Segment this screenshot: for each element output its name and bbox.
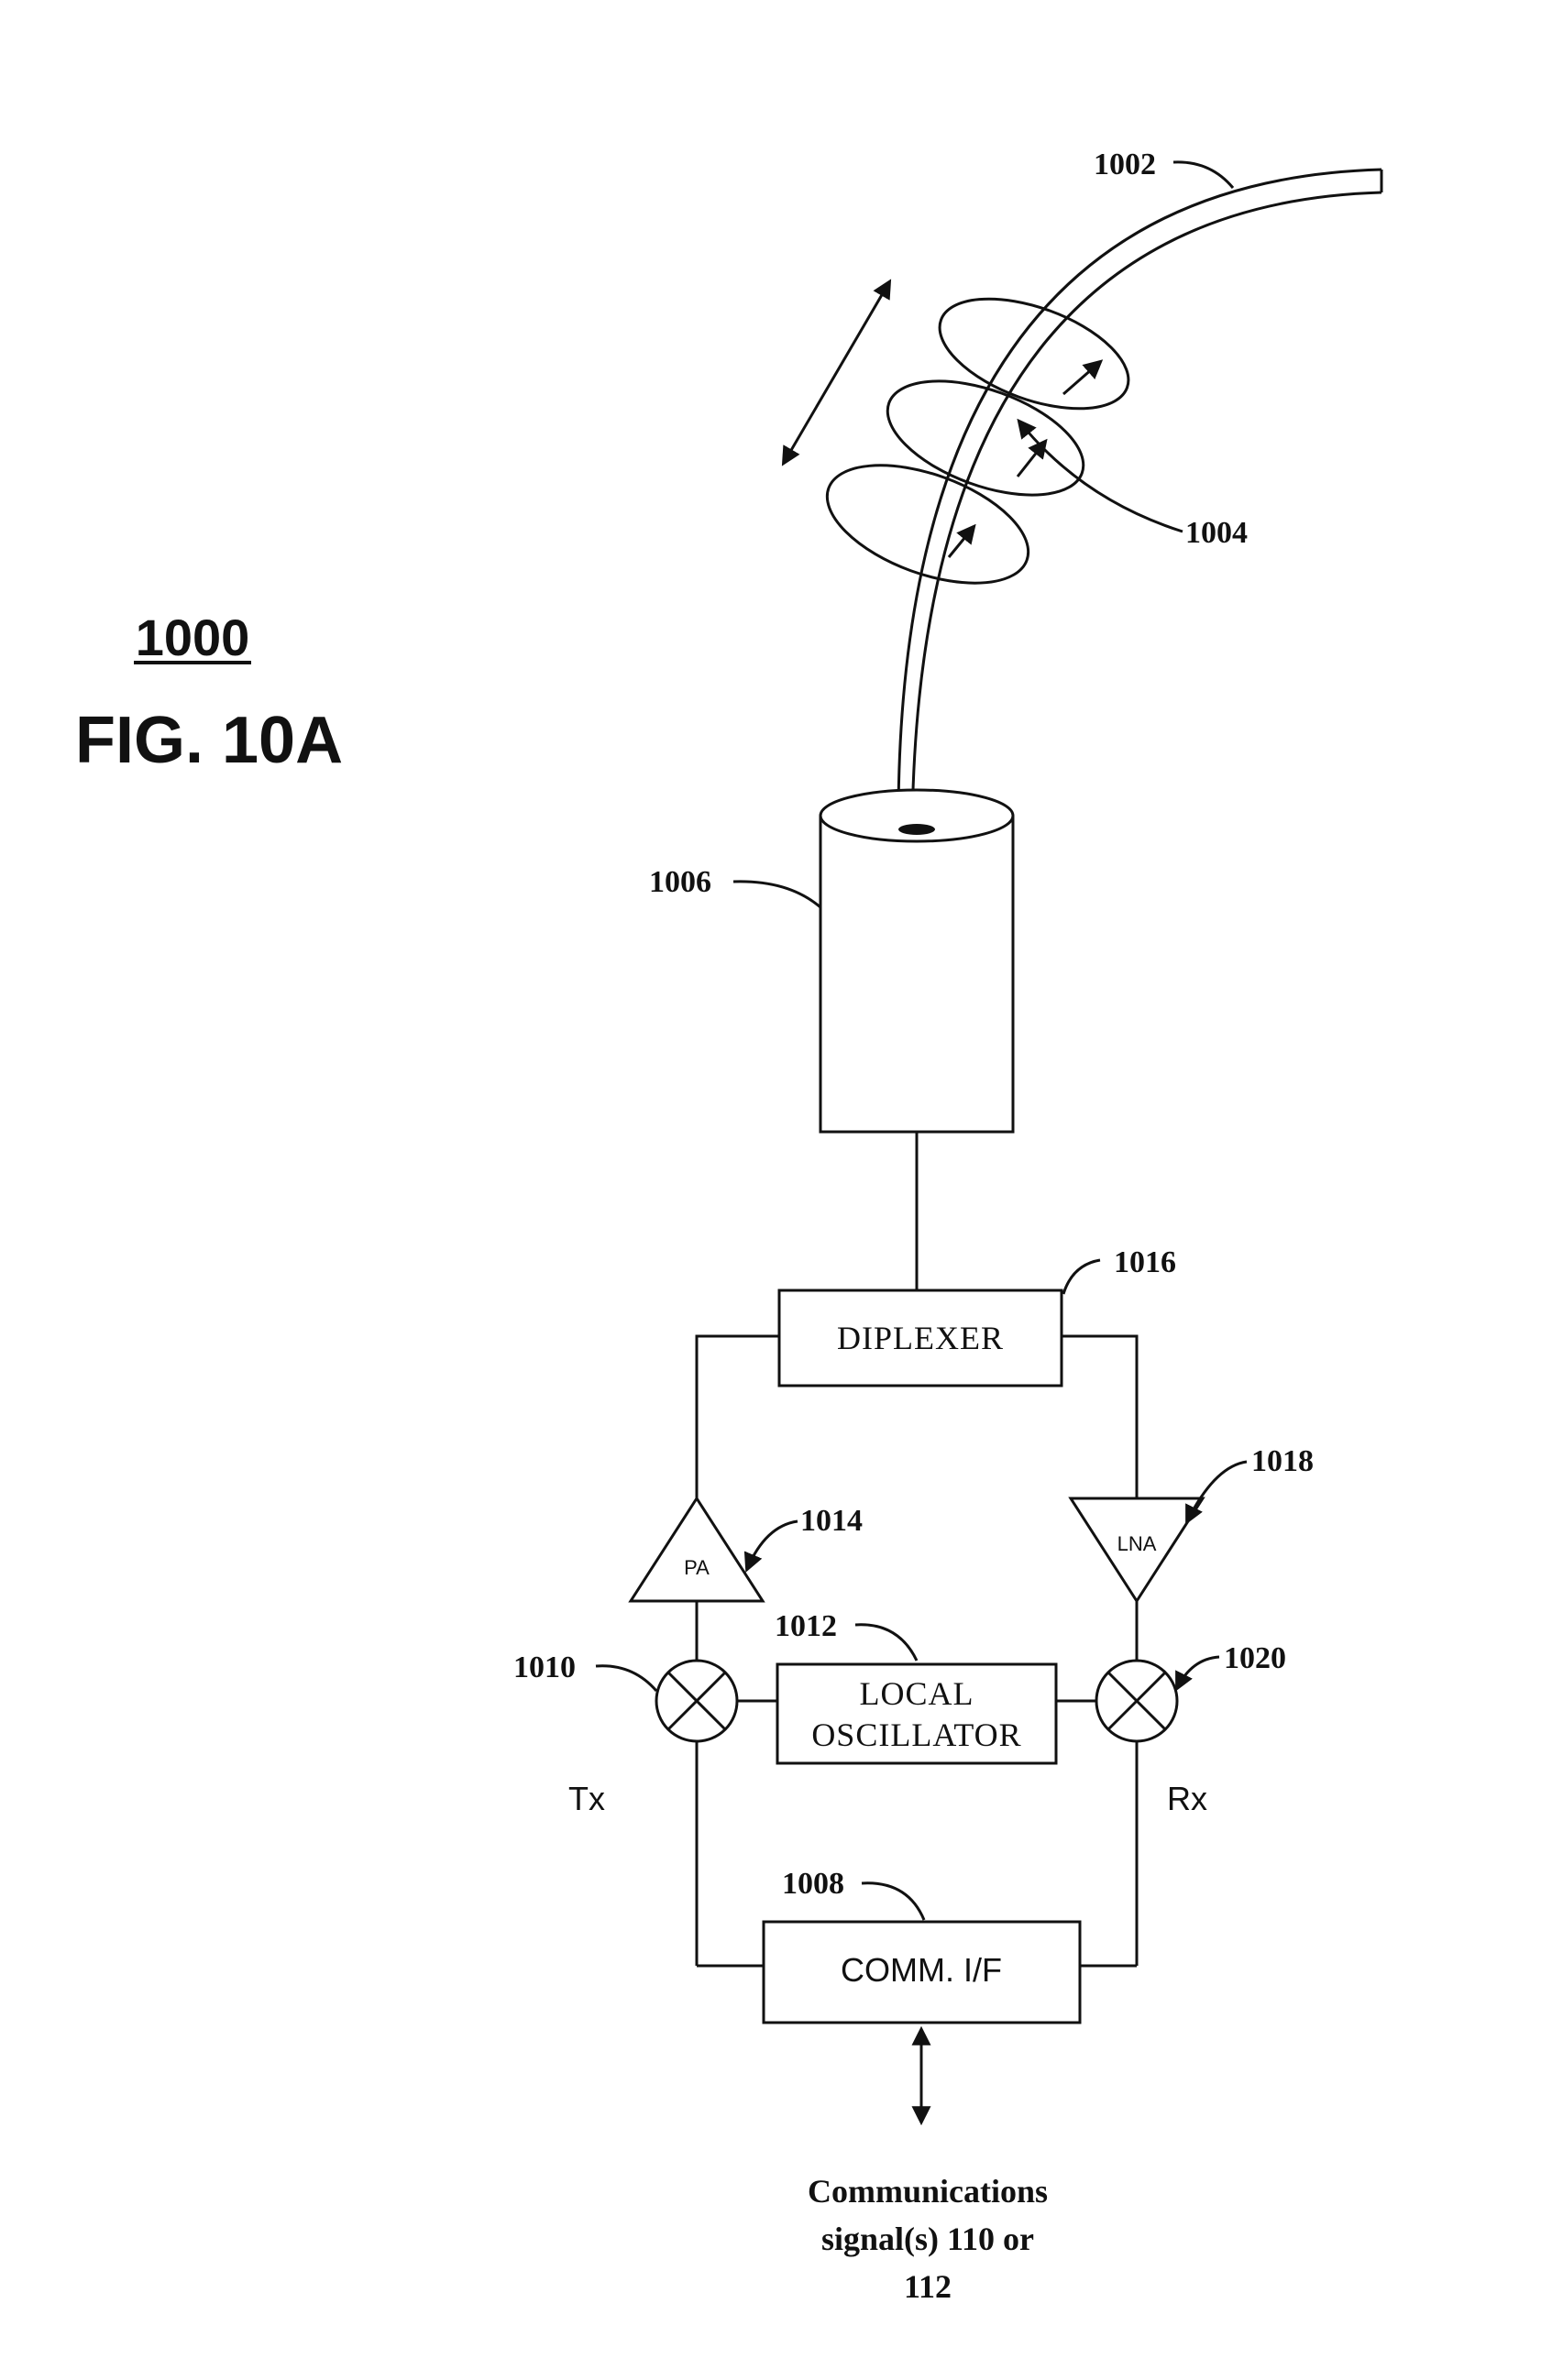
propagation-arrow [784, 282, 889, 463]
antenna-ref-label: 1002 [1094, 148, 1156, 181]
signal-caption-line3: 112 [904, 2268, 952, 2305]
signal-caption-line2: signal(s) 110 or [821, 2221, 1034, 2257]
pa-label: PA [684, 1556, 710, 1579]
feed-ref-label: 1006 [649, 865, 711, 899]
figure-number: 1000 [136, 609, 250, 666]
local-oscillator-label-line1: LOCAL [860, 1675, 974, 1712]
tx-mixer [656, 1661, 737, 1741]
low-noise-amplifier: LNA [1071, 1498, 1203, 1601]
figure-title: FIG. 10A [75, 704, 343, 777]
comm-interface-block: COMM. I/F [764, 1922, 1080, 2023]
dielectric-waveguide [898, 170, 1381, 834]
pa-ref-label: 1014 [800, 1504, 863, 1538]
local-oscillator-ref-label: 1012 [775, 1609, 837, 1643]
tx-path-label: Tx [568, 1780, 605, 1817]
local-oscillator-block: LOCAL OSCILLATOR [777, 1664, 1056, 1763]
power-amplifier: PA [631, 1498, 763, 1601]
rx-mixer-ref-label: 1020 [1224, 1641, 1286, 1675]
tx-mixer-ref-label: 1010 [513, 1651, 576, 1684]
circuit-wiring [697, 1132, 1137, 1966]
diplexer-ref-label: 1016 [1114, 1245, 1176, 1279]
lna-ref-label: 1018 [1251, 1444, 1314, 1478]
diplexer-block: DIPLEXER [779, 1290, 1062, 1386]
comm-interface-ref-label: 1008 [782, 1867, 844, 1901]
comm-interface-label: COMM. I/F [841, 1951, 1002, 1989]
lna-label: LNA [1117, 1532, 1157, 1555]
diplexer-label: DIPLEXER [837, 1320, 1004, 1356]
feed-cylinder [820, 790, 1013, 1132]
field-rings [811, 277, 1142, 607]
rx-path-label: Rx [1167, 1780, 1207, 1817]
rx-mixer [1096, 1661, 1177, 1741]
signal-caption-line1: Communications [808, 2173, 1048, 2210]
field-ref-label: 1004 [1185, 516, 1248, 550]
local-oscillator-label-line2: OSCILLATOR [811, 1716, 1021, 1753]
